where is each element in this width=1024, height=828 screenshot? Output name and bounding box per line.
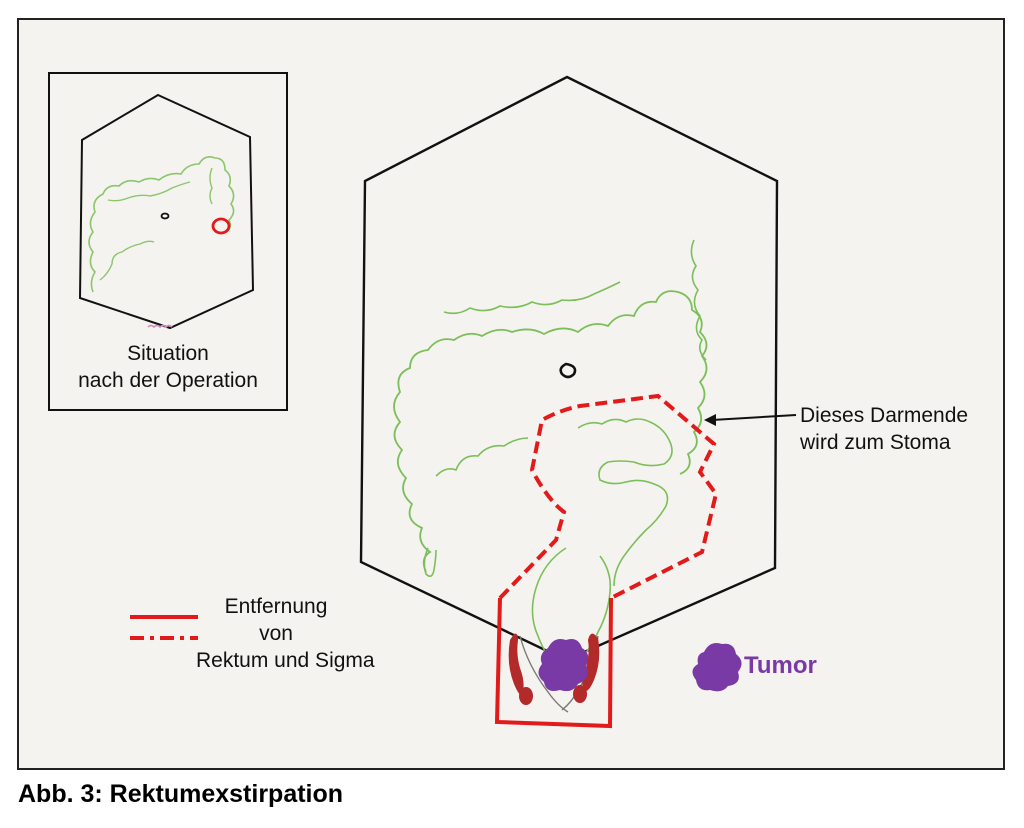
- stoma-annotation-line-1: Dieses Darmende: [800, 404, 969, 427]
- removal-boundary-dashed: [498, 393, 719, 600]
- stoma-annotation-line-2: wird zum Stoma: [800, 431, 951, 454]
- stoma-arrow-head: [704, 414, 716, 426]
- sphincter-left: [508, 633, 524, 695]
- inset-stoma-icon: [211, 217, 231, 235]
- sphincter-right-lower: [573, 685, 587, 703]
- abdomen-outline: [359, 75, 779, 662]
- sphincter-left-lower: [519, 687, 533, 705]
- colon-outer: [393, 290, 708, 573]
- pelvic-floor-left: [519, 635, 569, 713]
- inset-suture-icon: [147, 324, 173, 329]
- tumor-mass: [538, 639, 589, 692]
- inset-navel-icon: [160, 212, 170, 220]
- tumor-legend-icon: [692, 643, 742, 692]
- inset-box: [48, 72, 288, 411]
- inset-colon-inner: [99, 167, 213, 281]
- inset-colon: [88, 156, 235, 293]
- legend-caption: Entfernung von Rektum und Sigma: [196, 593, 375, 674]
- sigmoid-colon: [577, 418, 673, 587]
- legend-line-2: von: [259, 622, 293, 645]
- inset-abdomen-outline: [78, 93, 255, 330]
- legend-line-1: Entfernung: [224, 595, 328, 618]
- inset-caption-line-2: nach der Operation: [78, 369, 258, 392]
- legend-line-3: Rektum und Sigma: [196, 649, 375, 672]
- navel-icon: [559, 362, 577, 379]
- removal-boundary-solid: [494, 597, 613, 729]
- inset-caption: Situation nach der Operation: [50, 340, 286, 394]
- colon-inner: [435, 239, 707, 477]
- inset-caption-line-1: Situation: [127, 342, 209, 365]
- stoma-annotation: Dieses Darmende wird zum Stoma: [800, 402, 968, 456]
- appendix: [423, 547, 437, 578]
- tumor-label: Tumor: [744, 652, 817, 679]
- stoma-arrow-line: [711, 414, 797, 421]
- figure-caption: Abb. 3: Rektumexstirpation: [18, 780, 344, 808]
